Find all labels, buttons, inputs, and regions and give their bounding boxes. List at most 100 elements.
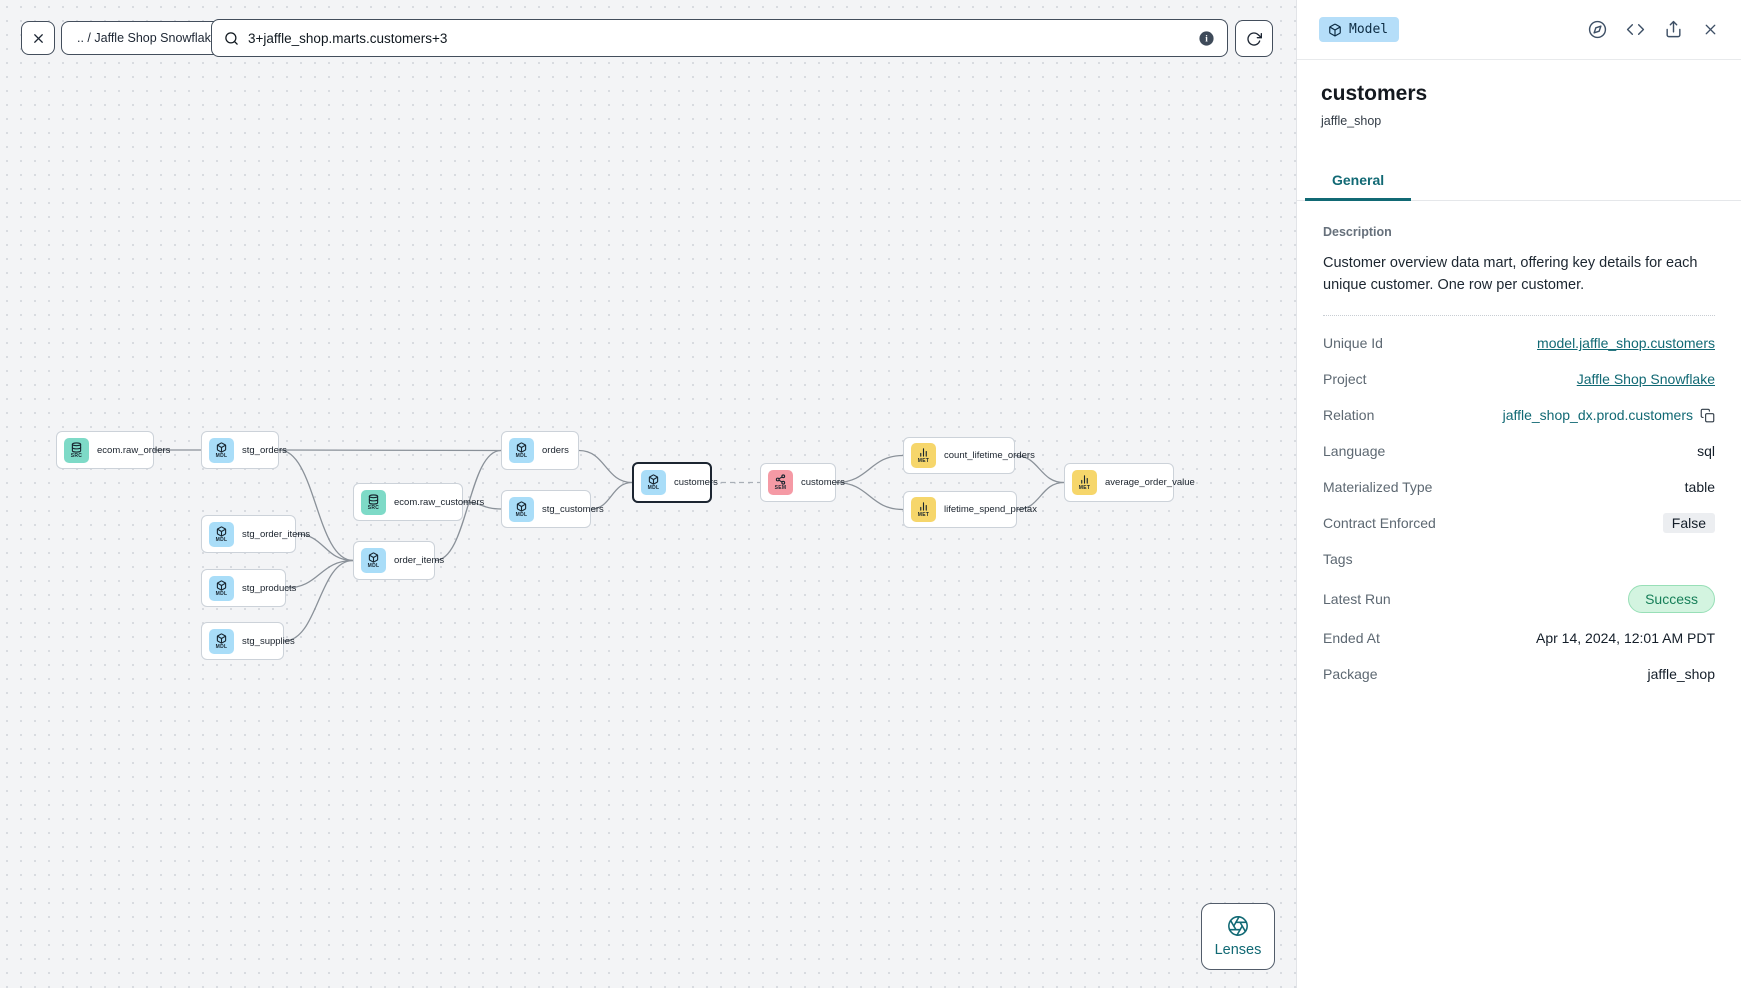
node-type-tag: SEM xyxy=(774,485,787,491)
field-value: Jaffle Shop Snowflake xyxy=(1577,371,1715,387)
lineage-edge-stg_customers-to-customers_model xyxy=(590,481,633,510)
panel-content: Description Customer overview data mart,… xyxy=(1297,201,1741,724)
cube-icon: MDL xyxy=(509,496,534,522)
node-label: ecom.raw_orders xyxy=(97,444,171,456)
node-type-tag: MDL xyxy=(215,643,228,650)
lineage-node-average_order_value[interactable]: MET average_order_value xyxy=(1064,463,1195,502)
database-icon: SRC xyxy=(64,437,89,463)
field-row-tags: Tags xyxy=(1323,549,1715,570)
lineage-edge-raw_customers-to-stg_customers xyxy=(462,501,502,510)
node-label: stg_supplies xyxy=(242,635,295,647)
code-icon[interactable] xyxy=(1626,20,1645,39)
node-label: stg_orders xyxy=(242,444,287,456)
refresh-button[interactable] xyxy=(1235,20,1273,57)
lineage-edge-stg_orders-to-orders xyxy=(278,449,502,452)
description-text: Customer overview data mart, offering ke… xyxy=(1323,255,1698,293)
field-value: jaffle_shop xyxy=(1647,666,1715,682)
node-type-tag: MDL xyxy=(515,511,528,518)
field-label: Relation xyxy=(1323,407,1375,423)
field-link[interactable]: Jaffle Shop Snowflake xyxy=(1576,371,1715,387)
node-type-tag: MDL xyxy=(515,453,528,459)
export-icon[interactable] xyxy=(1664,20,1683,39)
tab-general[interactable]: General xyxy=(1305,164,1412,201)
field-label: Language xyxy=(1323,443,1386,459)
node-label: stg_order_items xyxy=(242,528,311,540)
breadcrumb-label: .. / Jaffle Shop Snowflake xyxy=(77,31,218,45)
explore-compass-icon[interactable] xyxy=(1588,20,1607,39)
panel-actions xyxy=(1588,20,1719,39)
lineage-edge-stg_supplies-to-order_items xyxy=(283,559,354,642)
lineage-edge-orders-to-customers_model xyxy=(578,449,633,484)
database-icon: SRC xyxy=(361,489,386,515)
node-type-tag: SRC xyxy=(70,452,83,459)
node-label: stg_products xyxy=(242,582,297,594)
field-value: table xyxy=(1684,479,1715,495)
lineage-edge-stg_products-to-order_items xyxy=(285,559,354,589)
lineage-node-stg_customers[interactable]: MDL stg_customers xyxy=(501,490,604,528)
field-label: Tags xyxy=(1323,551,1353,567)
lineage-edge-stg_order_items-to-order_items xyxy=(295,533,354,562)
lineage-node-order_items[interactable]: MDL order_items xyxy=(353,541,444,580)
lineage-edge-order_items-to-orders xyxy=(434,449,502,562)
field-label: Materialized Type xyxy=(1323,479,1433,495)
node-type-tag: MDL xyxy=(367,563,380,569)
section-divider xyxy=(1323,314,1715,316)
node-label: ecom.raw_customers xyxy=(394,496,485,508)
node-type-tag: MET xyxy=(917,458,930,464)
close-panel-icon[interactable] xyxy=(1702,21,1719,38)
node-label: order_items xyxy=(394,555,445,566)
node-label: average_order_value xyxy=(1105,477,1195,488)
panel-header: Model xyxy=(1297,0,1741,60)
lineage-edge-lifetime_spend_pretax-to-average_order_value xyxy=(1016,481,1065,511)
cube-icon: MDL xyxy=(361,548,386,573)
field-link[interactable]: model.jaffle_shop.customers xyxy=(1537,335,1715,351)
lineage-node-raw_orders[interactable]: SRC ecom.raw_orders xyxy=(56,431,170,469)
field-value: model.jaffle_shop.customers xyxy=(1537,335,1715,351)
search-icon xyxy=(224,31,239,46)
lineage-node-orders[interactable]: MDL orders xyxy=(501,431,579,470)
lenses-button[interactable]: Lenses xyxy=(1201,903,1275,970)
metric-icon: MET xyxy=(1072,470,1097,495)
cube-icon: MDL xyxy=(509,438,534,463)
metric-icon: MET xyxy=(911,443,936,468)
panel-tabbar: General xyxy=(1297,164,1741,201)
refresh-icon xyxy=(1246,31,1262,47)
relation-value: jaffle_shop_dx.prod.customers xyxy=(1502,407,1693,423)
lineage-edge-customers_sem-to-lifetime_spend_pretax xyxy=(835,481,904,511)
field-label: Unique Id xyxy=(1323,335,1383,351)
node-label: stg_customers xyxy=(542,503,604,515)
description-label: Description xyxy=(1323,225,1392,239)
copy-icon[interactable] xyxy=(1700,408,1715,423)
close-lineage-button[interactable] xyxy=(21,21,55,55)
lineage-node-raw_customers[interactable]: SRC ecom.raw_customers xyxy=(353,483,484,521)
breadcrumb[interactable]: .. / Jaffle Shop Snowflake xyxy=(61,21,234,55)
field-label: Contract Enforced xyxy=(1323,515,1436,531)
cube-icon: MDL xyxy=(209,437,234,463)
resource-details-panel: Model customers jaffle_shop General Desc… xyxy=(1296,0,1741,988)
field-value: Success xyxy=(1628,584,1715,613)
lenses-aperture-icon xyxy=(1227,915,1249,937)
lineage-node-stg_supplies[interactable]: MDL stg_supplies xyxy=(201,622,295,660)
close-icon xyxy=(31,31,46,46)
search-input[interactable] xyxy=(248,30,1189,46)
node-label: customers xyxy=(801,477,845,488)
status-badge: Success xyxy=(1628,584,1715,613)
node-label: orders xyxy=(542,445,569,456)
info-icon[interactable]: i xyxy=(1198,30,1215,47)
node-type-tag: MET xyxy=(917,512,930,518)
cube-icon: MDL xyxy=(641,470,666,495)
lineage-node-customers_sem[interactable]: SEM customers xyxy=(760,463,845,502)
lineage-node-stg_orders[interactable]: MDL stg_orders xyxy=(201,431,287,469)
node-type-tag: SRC xyxy=(367,504,380,511)
